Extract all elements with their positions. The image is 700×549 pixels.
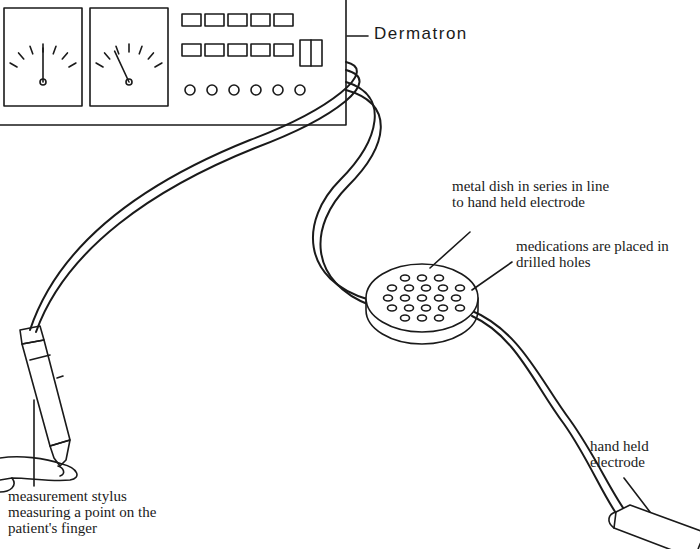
stroke bbox=[295, 85, 305, 95]
metal-dish bbox=[366, 264, 478, 344]
stylus bbox=[20, 326, 70, 466]
stroke bbox=[609, 512, 616, 528]
stroke bbox=[418, 275, 427, 281]
stroke bbox=[388, 285, 397, 291]
stroke bbox=[366, 264, 478, 332]
stroke bbox=[105, 53, 110, 59]
stroke bbox=[274, 44, 293, 56]
stroke bbox=[69, 63, 76, 67]
dermatron-device bbox=[0, 0, 346, 125]
stroke bbox=[388, 305, 397, 311]
stroke bbox=[30, 46, 33, 54]
cable bbox=[30, 62, 626, 516]
stroke bbox=[624, 478, 650, 512]
stroke bbox=[62, 53, 67, 59]
stroke bbox=[139, 46, 142, 54]
stroke bbox=[53, 46, 56, 54]
stroke bbox=[19, 53, 24, 59]
stroke bbox=[422, 285, 431, 291]
button-row bbox=[182, 14, 305, 95]
stroke bbox=[205, 14, 224, 26]
stroke bbox=[182, 44, 201, 56]
stroke bbox=[30, 62, 357, 330]
stroke bbox=[115, 51, 129, 82]
stroke bbox=[58, 466, 64, 476]
stroke bbox=[251, 14, 270, 26]
drilled-holes bbox=[384, 275, 465, 321]
stroke bbox=[0, 457, 77, 481]
stroke bbox=[300, 40, 322, 66]
part-label: medications are placed in drilled holes bbox=[516, 238, 696, 270]
stroke bbox=[251, 85, 261, 95]
stroke bbox=[418, 295, 427, 301]
stroke bbox=[472, 316, 618, 516]
stroke bbox=[96, 63, 103, 67]
stroke bbox=[456, 305, 465, 311]
stroke bbox=[347, 35, 368, 37]
stroke bbox=[126, 79, 132, 85]
stroke bbox=[472, 262, 512, 290]
stroke bbox=[401, 315, 410, 321]
stroke bbox=[251, 44, 270, 56]
leader-line bbox=[347, 35, 368, 37]
meter-scale bbox=[96, 44, 162, 85]
part-label: metal dish in series in line to hand hel… bbox=[452, 178, 612, 210]
stroke bbox=[36, 70, 360, 332]
stroke bbox=[320, 90, 380, 306]
meter-scale bbox=[10, 44, 76, 85]
stroke bbox=[470, 310, 626, 512]
part-label: hand held electrode bbox=[590, 438, 690, 470]
stroke bbox=[42, 48, 44, 82]
stroke bbox=[182, 14, 201, 26]
stroke bbox=[405, 285, 414, 291]
stroke bbox=[40, 79, 46, 85]
stroke bbox=[228, 14, 247, 26]
stroke bbox=[452, 295, 461, 301]
stroke bbox=[456, 285, 465, 291]
stroke bbox=[155, 63, 162, 67]
device-name: Dermatron bbox=[374, 26, 514, 42]
stroke bbox=[33, 400, 35, 486]
stroke bbox=[439, 305, 448, 311]
stroke bbox=[50, 440, 70, 466]
stroke bbox=[384, 295, 393, 301]
stroke bbox=[435, 275, 444, 281]
stroke bbox=[694, 532, 700, 549]
stroke bbox=[401, 295, 410, 301]
stroke bbox=[401, 275, 410, 281]
stroke bbox=[435, 295, 444, 301]
stroke bbox=[435, 315, 444, 321]
stroke bbox=[128, 44, 130, 52]
stroke bbox=[228, 44, 247, 56]
stroke bbox=[439, 285, 448, 291]
part-label: measurement stylus measuring a point on … bbox=[8, 488, 158, 536]
stroke bbox=[274, 14, 293, 26]
stroke bbox=[614, 505, 700, 549]
stroke bbox=[0, 0, 346, 125]
stroke bbox=[30, 355, 50, 360]
stroke bbox=[229, 85, 239, 95]
stroke bbox=[4, 8, 82, 106]
stroke bbox=[205, 44, 224, 56]
stroke bbox=[422, 305, 431, 311]
stroke bbox=[90, 8, 168, 106]
stroke bbox=[430, 232, 470, 268]
stroke bbox=[148, 53, 153, 59]
stroke bbox=[418, 315, 427, 321]
stroke bbox=[22, 340, 70, 446]
stroke bbox=[273, 85, 283, 95]
stroke bbox=[185, 85, 195, 95]
stroke bbox=[310, 40, 312, 66]
stroke bbox=[405, 305, 414, 311]
finger bbox=[0, 457, 77, 492]
stroke bbox=[10, 63, 17, 67]
stroke bbox=[116, 46, 119, 54]
hand-electrode bbox=[609, 505, 700, 549]
leader-line bbox=[33, 400, 35, 486]
leader-line bbox=[430, 232, 650, 512]
stroke bbox=[207, 85, 217, 95]
stroke bbox=[57, 376, 63, 378]
